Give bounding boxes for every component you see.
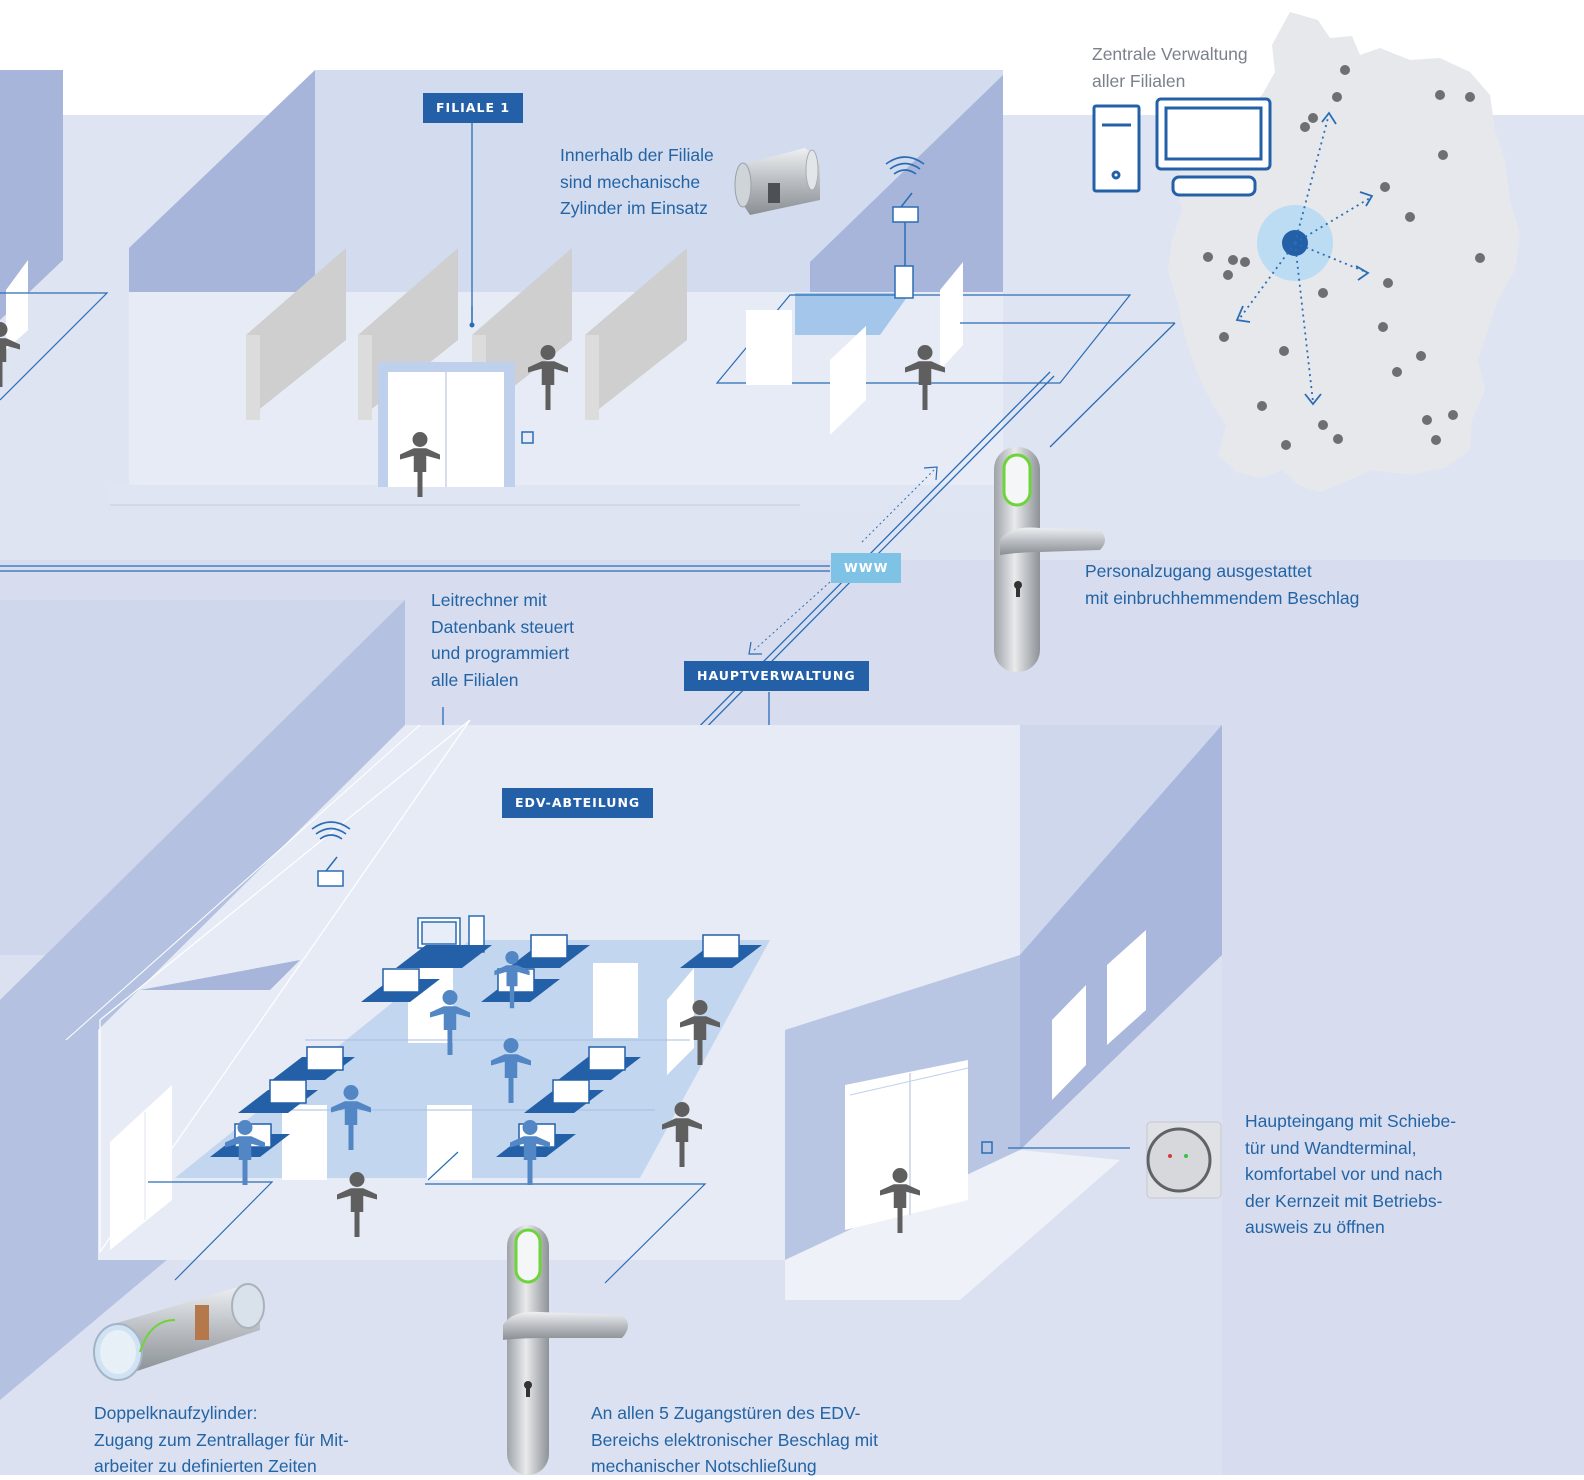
caption-line: mechanischer Notschließung (591, 1456, 817, 1476)
caption-line: arbeiter zu definierten Zeiten (94, 1456, 317, 1476)
router-icon (317, 856, 344, 887)
caption-line: Leitrechner mit (431, 590, 547, 610)
tag-filiale: FILIALE 1 (423, 93, 524, 123)
wifi-icon (885, 156, 925, 175)
caption-line: komfortabel vor und nach (1245, 1164, 1443, 1184)
lock-cylinder-icon (734, 148, 820, 215)
caption-line: Innerhalb der Filiale (560, 145, 714, 165)
caption-personalzugang: Personalzugang ausgestattet mit einbruch… (1085, 558, 1359, 611)
caption-doppelknaufzylinder: Doppelknaufzylinder: Zugang zum Zentrall… (94, 1400, 349, 1480)
caption-line: Zugang zum Zentrallager für Mit- (94, 1429, 349, 1450)
router-icon (892, 192, 919, 299)
computer-icon (1092, 97, 1272, 197)
caption-line: ausweis zu öffnen (1245, 1217, 1385, 1237)
caption-line: Datenbank steuert (431, 616, 575, 637)
door-handle-icon (503, 1225, 628, 1475)
caption-line: Zentrale Verwaltung (1092, 44, 1248, 64)
door-handle-icon (994, 447, 1105, 672)
caption-line: Zylinder im Einsatz (560, 198, 708, 218)
tag-edv-abteilung: EDV-ABTEILUNG (502, 788, 654, 818)
caption-zugangstueren: An allen 5 Zugangstüren des EDV- Bereich… (591, 1400, 878, 1480)
caption-line: alle Filialen (431, 669, 519, 690)
caption-line: sind mechanische (560, 171, 701, 192)
caption-leitrechner: Leitrechner mit Datenbank steuert und pr… (431, 587, 574, 693)
caption-line: aller Filialen (1092, 70, 1186, 91)
reader-icon (521, 431, 534, 444)
caption-line: tür und Wandterminal, (1245, 1137, 1417, 1158)
wall-terminal-icon (1146, 1121, 1222, 1199)
caption-line: der Kernzeit mit Betriebs- (1245, 1190, 1443, 1211)
caption-filiale-zylinder: Innerhalb der Filiale sind mechanische Z… (560, 142, 714, 222)
caption-line: An allen 5 Zugangstüren des EDV- (591, 1403, 861, 1423)
caption-line: Doppelknaufzylinder: (94, 1403, 258, 1423)
caption-line: Personalzugang ausgestattet (1085, 561, 1312, 581)
tag-hauptverwaltung: HAUPTVERWALTUNG (684, 661, 869, 691)
caption-line: Bereichs elektronischer Beschlag mit (591, 1429, 878, 1450)
tag-www: WWW (831, 553, 902, 583)
caption-line: mit einbruchhemmendem Beschlag (1085, 587, 1360, 608)
lock-cylinder-icon (93, 1283, 265, 1381)
caption-zentrale-verwaltung: Zentrale Verwaltung aller Filialen (1092, 41, 1248, 94)
filiale-building (0, 70, 1132, 506)
caption-haupteingang: Haupteingang mit Schiebe- tür und Wandte… (1245, 1108, 1456, 1241)
wifi-icon (311, 821, 351, 840)
caption-line: und programmiert (431, 643, 570, 663)
caption-line: Haupteingang mit Schiebe- (1245, 1111, 1457, 1131)
